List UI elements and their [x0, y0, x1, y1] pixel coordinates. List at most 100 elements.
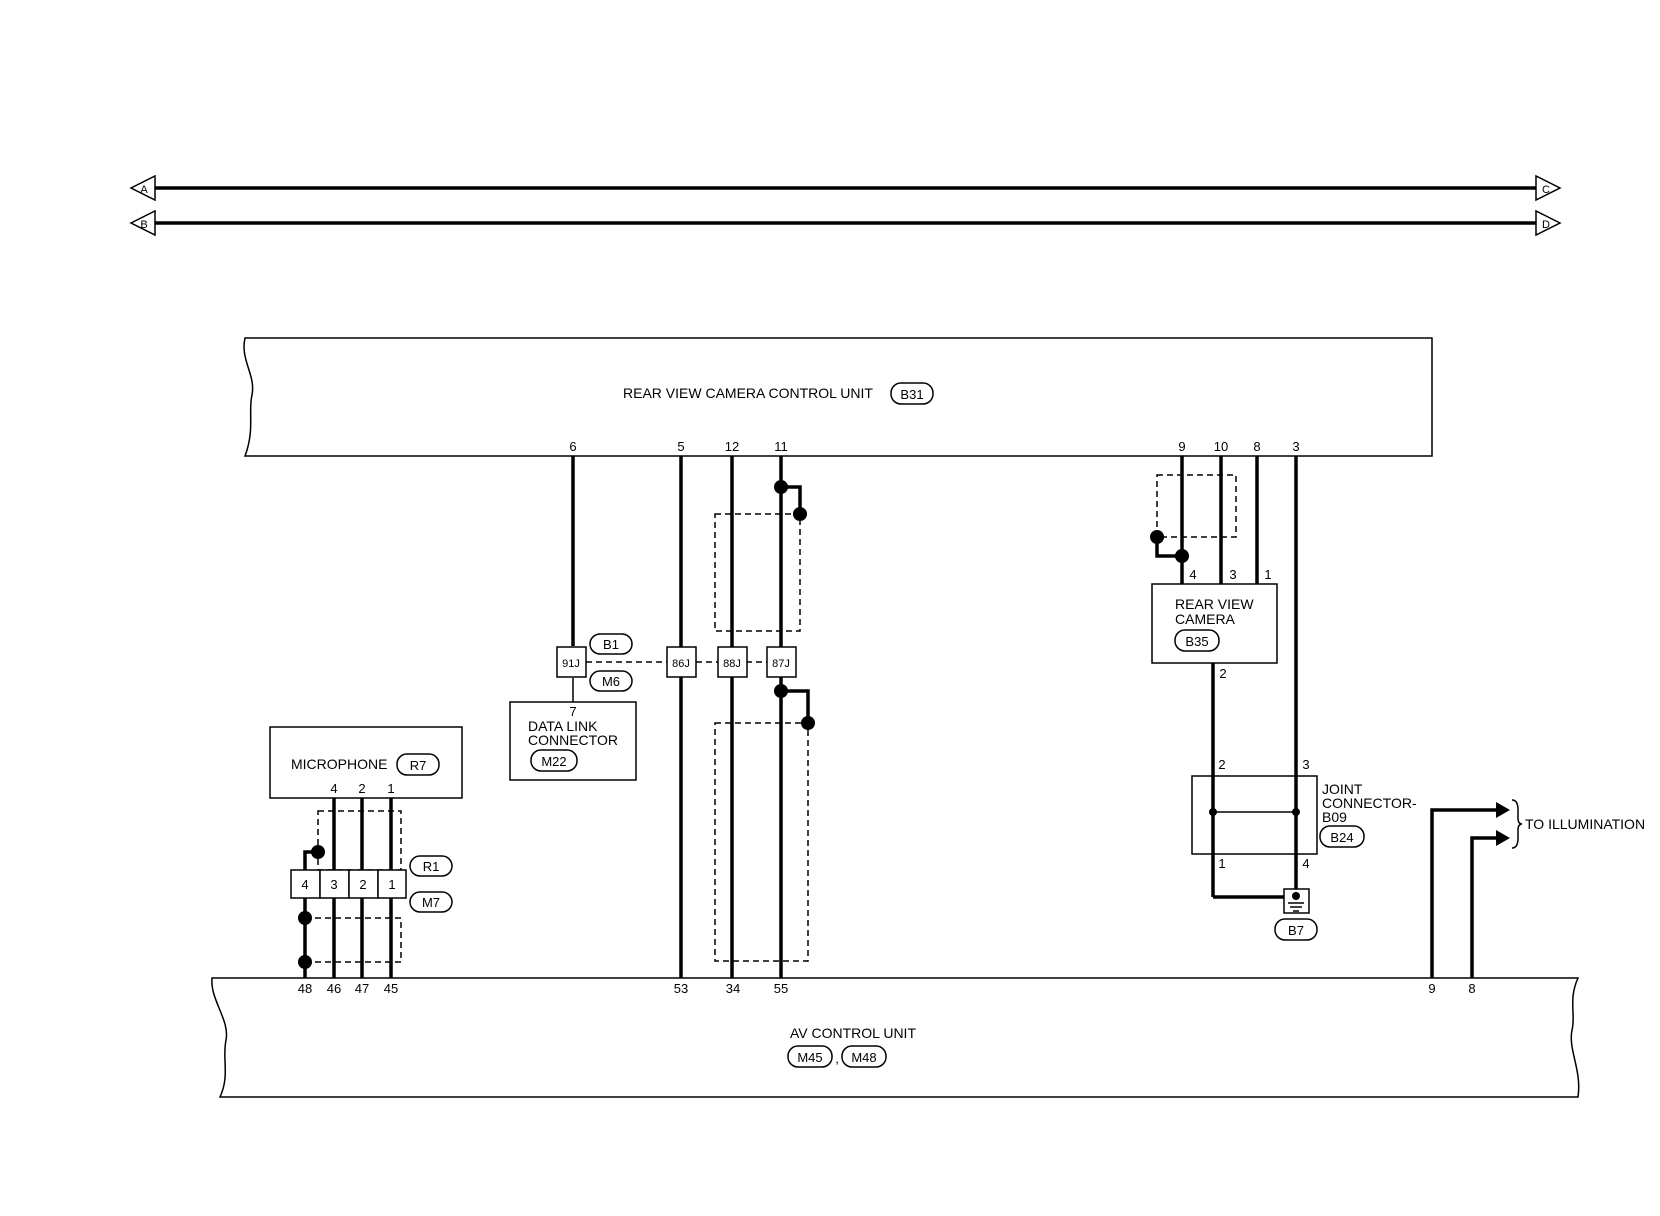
- cavity-label-2: 2: [359, 877, 366, 892]
- mic-pin-4: 4: [330, 781, 337, 796]
- ccu-pin-9: 9: [1178, 439, 1185, 454]
- joint-dot: [1292, 808, 1300, 816]
- off-page-arrow-c[interactable]: C: [1535, 174, 1562, 202]
- ground-icon: B7: [1274, 918, 1318, 941]
- cavity-label-1: 1: [388, 877, 395, 892]
- terminal-87j: 87J: [766, 646, 797, 678]
- ccu-pin-12: 12: [725, 439, 739, 454]
- connector-badge-b24: B24: [1319, 825, 1365, 848]
- connector-label-m22: M22: [541, 754, 566, 769]
- off-page-arrow-d[interactable]: D: [1535, 209, 1562, 237]
- connector-label-m48: M48: [851, 1050, 876, 1065]
- avu-pin-46: 46: [327, 981, 341, 996]
- connector-label-b24: B24: [1330, 830, 1353, 845]
- avu-pin-53: 53: [674, 981, 688, 996]
- connector-label-m45: M45: [797, 1050, 822, 1065]
- connector-label-r1: R1: [423, 859, 440, 874]
- camera-control-unit[interactable]: REAR VIEW CAMERA CONTROL UNIT B31 6 5 12…: [243, 337, 1433, 457]
- avu-pin-8: 8: [1468, 981, 1475, 996]
- to-illumination-label: TO ILLUMINATION: [1525, 816, 1645, 832]
- avu-pin-48: 48: [298, 981, 312, 996]
- joint-pin-1: 1: [1218, 856, 1225, 871]
- camera-shield: [1150, 474, 1237, 563]
- wire-ccu11-avu55[interactable]: [779, 456, 810, 978]
- connector-badge-r7: R7: [396, 753, 440, 776]
- shield-upper: [714, 480, 807, 632]
- camera-control-unit-name: REAR VIEW CAMERA CONTROL UNIT: [623, 385, 873, 401]
- ground-dot: [1292, 892, 1300, 900]
- connector-badge-b1: B1: [589, 633, 633, 655]
- av-control-unit[interactable]: AV CONTROL UNIT M45 , M48 48 46 47 45 53…: [211, 977, 1580, 1098]
- connector-separator: ,: [835, 1051, 839, 1066]
- dlc-name-line1: DATA LINK: [528, 718, 598, 734]
- connector-label-r7: R7: [410, 758, 427, 773]
- terminal-label-86j: 86J: [672, 658, 690, 670]
- joint-name-line1: JOINT: [1322, 781, 1363, 797]
- avu-pin-55: 55: [774, 981, 788, 996]
- shield-drain-dot: [793, 507, 807, 521]
- ccu-pin-11: 11: [774, 439, 788, 454]
- off-page-label-a: A: [140, 184, 148, 196]
- rear-view-camera[interactable]: 4 3 1 REAR VIEW CAMERA B35 2: [1151, 567, 1278, 681]
- data-link-connector[interactable]: 7 DATA LINK CONNECTOR M22: [509, 701, 637, 781]
- shield-drain-dot: [298, 911, 312, 925]
- avu-pin-9: 9: [1428, 981, 1435, 996]
- connector-label-b35: B35: [1185, 634, 1208, 649]
- av-control-unit-name: AV CONTROL UNIT: [790, 1025, 916, 1041]
- joint-name-line3: B09: [1322, 809, 1347, 825]
- ccu-pin-6: 6: [569, 439, 576, 454]
- connector-label-m6: M6: [602, 674, 620, 689]
- dlc-pin-7: 7: [569, 704, 576, 719]
- off-page-label-d: D: [1542, 219, 1550, 231]
- terminal-91j: 91J: [556, 646, 587, 678]
- ccu-pin-8: 8: [1253, 439, 1260, 454]
- avu-pin-34: 34: [726, 981, 740, 996]
- avu-pin-45: 45: [384, 981, 398, 996]
- off-page-arrow-a[interactable]: A: [129, 174, 156, 202]
- off-page-bus: A B C D: [129, 174, 1562, 237]
- connector-badge-b35: B35: [1174, 629, 1220, 652]
- shield-drain-dot: [801, 716, 815, 730]
- connector-label-m7: M7: [422, 895, 440, 910]
- terminal-86j: 86J: [666, 646, 697, 678]
- brace-icon: [1511, 799, 1523, 849]
- mic-shield-lower: [298, 911, 402, 969]
- off-page-arrow-b[interactable]: B: [129, 209, 156, 237]
- wires-illumination[interactable]: TO ILLUMINATION: [1430, 799, 1645, 978]
- microphone[interactable]: MICROPHONE R7 4 2 1: [269, 726, 463, 799]
- connector-label-b31: B31: [900, 387, 923, 402]
- joint-dot: [1209, 808, 1217, 816]
- joint-pin-3: 3: [1302, 757, 1309, 772]
- connector-label-b7: B7: [1288, 923, 1304, 938]
- arrow-right-icon: [1496, 802, 1510, 818]
- connector-badge-b31: B31: [890, 382, 934, 405]
- joint-connector[interactable]: 2 3 1 4 JOINT CONNECTOR- B09 B24: [1191, 757, 1417, 871]
- connector-badge-m45: M45: [787, 1045, 833, 1068]
- avu-pin-47: 47: [355, 981, 369, 996]
- arrow-right-icon: [1496, 830, 1510, 846]
- splice-dot: [774, 684, 788, 698]
- joint-name-line2: CONNECTOR-: [1322, 795, 1417, 811]
- harness-connector-r1-m7[interactable]: 4 3 2 1 R1 M7: [290, 855, 453, 913]
- shield-drain-dot: [1150, 530, 1164, 544]
- connector-badge-m22: M22: [530, 749, 578, 772]
- connector-label-b1: B1: [603, 637, 619, 652]
- terminal-label-88j: 88J: [723, 658, 741, 670]
- cavity-label-4: 4: [301, 877, 308, 892]
- splice-dot: [1175, 549, 1189, 563]
- cavity-label-3: 3: [330, 877, 337, 892]
- camera-name-line2: CAMERA: [1175, 611, 1236, 627]
- camera-pin-4: 4: [1189, 567, 1196, 582]
- camera-pin-1: 1: [1264, 567, 1271, 582]
- ground-b7[interactable]: B7: [1274, 888, 1318, 941]
- camera-pin-2: 2: [1219, 666, 1226, 681]
- harness-connector-b1-m6[interactable]: 91J 86J 88J 87J B1 M6: [556, 633, 797, 692]
- connector-badge-m6: M6: [589, 670, 633, 692]
- joint-pin-2: 2: [1218, 757, 1225, 772]
- terminal-label-87j: 87J: [772, 658, 790, 670]
- off-page-label-c: C: [1542, 184, 1550, 196]
- terminal-88j: 88J: [717, 646, 748, 678]
- terminal-label-91j: 91J: [562, 658, 580, 670]
- shield-lower: [714, 684, 815, 962]
